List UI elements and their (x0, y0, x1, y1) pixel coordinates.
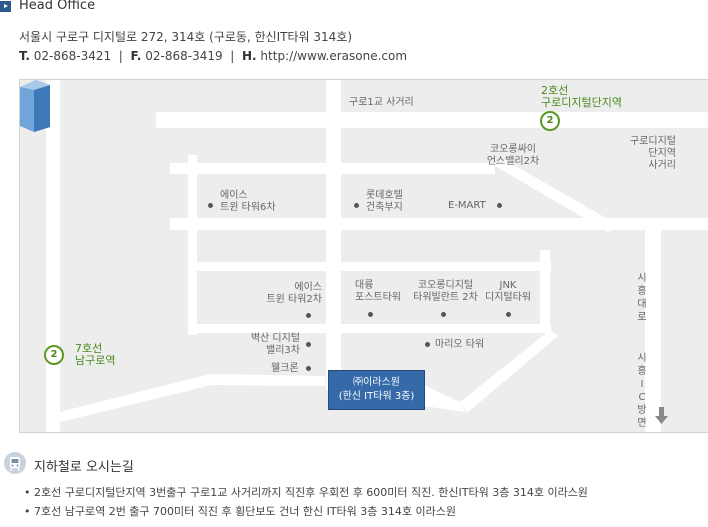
map-roads (46, 80, 708, 432)
office-building-icon (20, 80, 50, 132)
byucksan-digital-valley3-label: 벽산 디지털 밸리3차 (220, 333, 300, 357)
marker-company-name: ㈜이라스원 (353, 377, 400, 388)
label-line: 트윈 타워2차 (266, 294, 322, 305)
label-line: 코오롱싸이 (490, 144, 536, 155)
ace-twin-tower6-label: 에이스 트윈 타워6차 (220, 190, 276, 214)
label-line: 단지역 (648, 148, 676, 159)
vertical-label-char: 시 (637, 273, 647, 284)
route-line2: • 2호선 구로디지털단지역 3번출구 구로1교 사거리까지 직진후 우회전 후… (24, 486, 588, 499)
separator: | (230, 49, 235, 63)
daeryung-post-tower-label: 대륭 포스트타워 (355, 280, 401, 304)
ace-twin-tower2-label: 에이스 트윈 타워2차 (240, 282, 322, 306)
building-marker-icon (506, 312, 511, 317)
label-line: 롯데호텔 (366, 190, 403, 201)
emart-label: E-MART (448, 200, 486, 211)
building-marker-icon (441, 312, 446, 317)
wellcron-label: 웰크론 (271, 363, 299, 374)
building-marker-icon (306, 313, 311, 318)
line7-badge-icon: 2 (44, 345, 64, 365)
erasone-location-marker[interactable]: ㈜이라스원 (한신 IT타워 3층) (328, 370, 425, 410)
line2-station-name: 구로디지털단지역 (541, 96, 622, 109)
line7-name: 7호선 (75, 342, 103, 355)
label-line: 트윈 타워6차 (220, 202, 276, 213)
label-line: 에이스 (220, 190, 248, 201)
building-marker-icon (306, 342, 311, 347)
line2-badge-icon: 2 (540, 111, 560, 131)
homepage-link[interactable]: http://www.erasone.com (260, 49, 408, 63)
vertical-label-char: 시 (637, 353, 647, 364)
subway-directions-title: 지하철로 오시는길 (34, 460, 134, 475)
label-line: 사거리 (648, 160, 676, 171)
building-marker-icon (306, 366, 311, 371)
vertical-label-char: 흥 (637, 286, 647, 297)
fax-number: 02-868-3419 (145, 49, 223, 63)
label-line: 벽산 디지털 (250, 333, 300, 344)
jnk-digital-tower-label: JNK 디지털타워 (478, 280, 538, 304)
kolon-digital-tower-label: 코오롱디지털 타워빌란트 2차 (398, 280, 493, 304)
vertical-label-char: 대 (637, 299, 647, 310)
guro-digital-crossroad-label: 구로디지털 단지역 사거리 (592, 136, 676, 172)
separator: | (118, 49, 123, 63)
label-line: 코오롱디지털 (417, 280, 474, 291)
label-line: 디지털타워 (485, 292, 531, 303)
contact-line: T. 02-868-3421 | F. 02-868-3419 | H. htt… (19, 49, 407, 63)
vertical-label-char: I (640, 379, 644, 390)
vertical-label-char: 흥 (637, 366, 647, 377)
label-line: 언스밸리2차 (486, 156, 540, 167)
vertical-label-char: 방 (637, 405, 647, 416)
tel-number: 02-868-3421 (33, 49, 112, 63)
label-line: JNK (499, 280, 517, 291)
label-line: 구로디지털 (630, 136, 676, 147)
lotte-hotel-site-label: 롯데호텔 건축부지 (366, 190, 403, 214)
label-line: 대륭 (355, 280, 374, 291)
location-map[interactable]: 구로1교 사거리 2호선 구로디지털단지역 2 구로디지털 단지역 사거리 코오… (19, 79, 708, 433)
vertical-label-char: 로 (637, 312, 647, 323)
section-bullet-icon (0, 1, 11, 12)
label-line: 에이스 (294, 282, 322, 293)
building-marker-icon (354, 203, 359, 208)
fax-label: F. (130, 49, 142, 63)
head-office-title: Head Office (19, 0, 96, 13)
building-marker-icon (497, 203, 502, 208)
line7-station-name: 남구로역 (75, 354, 116, 367)
building-marker-icon (208, 203, 213, 208)
subway-train-glyph (9, 457, 21, 471)
guro1-intersection-label: 구로1교 사거리 (349, 97, 414, 108)
office-address: 서울시 구로구 디지털로 272, 314호 (구로동, 한신IT타워 314호… (19, 30, 353, 44)
vertical-label-char: 면 (637, 418, 647, 429)
label-line: 포스트타워 (355, 292, 401, 303)
subway-icon (4, 452, 26, 474)
building-marker-icon (425, 342, 430, 347)
vertical-label-char: C (638, 392, 646, 403)
tel-label: T. (19, 49, 30, 63)
label-line: 타워빌란트 2차 (413, 292, 478, 303)
building-marker-icon (368, 312, 373, 317)
mario-tower-label: 마리오 타워 (435, 339, 485, 350)
line2-name: 2호선 (541, 84, 569, 97)
label-line: 밸리3차 (266, 345, 300, 356)
marker-building-floor: (한신 IT타워 3층) (338, 391, 415, 402)
label-line: 건축부지 (366, 202, 403, 213)
kolon-science-valley2-label: 코오롱싸이 언스밸리2차 (473, 144, 553, 168)
route-line7: • 7호선 남구로역 2번 출구 700미터 직진 후 횡단보도 건너 한신 I… (24, 505, 456, 518)
homepage-label: H. (241, 49, 257, 63)
